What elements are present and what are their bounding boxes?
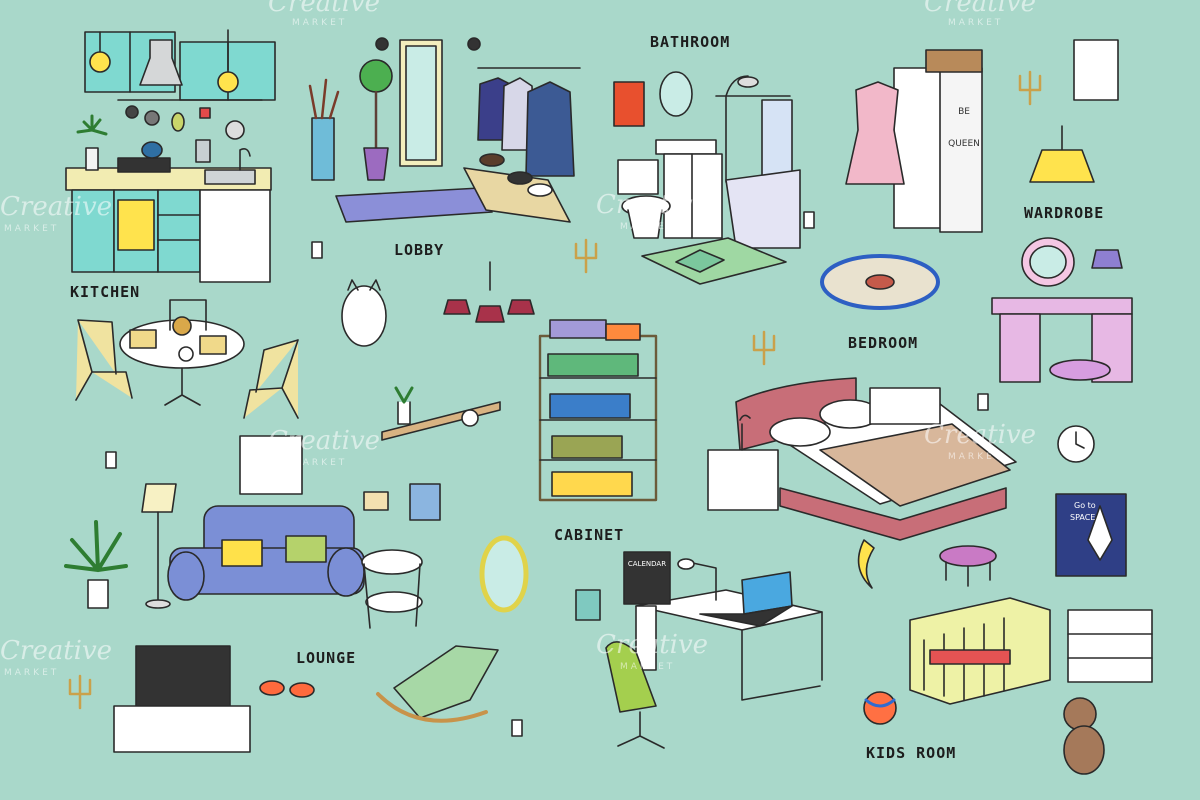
baby-mobile [939, 545, 997, 587]
ball [863, 691, 897, 725]
dressing-table [991, 237, 1133, 383]
bathroom-cabinet-red [613, 81, 645, 127]
crib [909, 597, 1051, 705]
framed-photo [575, 589, 601, 621]
bath-mat [641, 237, 787, 285]
floor-lamp [141, 483, 177, 609]
pink-dress [845, 81, 905, 185]
watermark-text: Creative [268, 0, 381, 18]
tv-stand [113, 645, 251, 753]
dining-chairs [75, 299, 299, 419]
bathroom-mirror [659, 71, 693, 117]
label-lounge: LOUNGE [296, 649, 357, 667]
label-kids-room: KIDS ROOM [866, 744, 957, 762]
label-bathroom: BATHROOM [650, 33, 731, 51]
wall-calendar [623, 551, 671, 605]
lobby-rug [335, 187, 493, 223]
label-kitchen: KITCHEN [70, 283, 141, 301]
cat [341, 279, 387, 347]
candelabras [68, 70, 1042, 710]
office-chair [605, 641, 665, 749]
kitchen-counter [65, 139, 272, 283]
umbrella-stand [308, 78, 340, 181]
watermark-text: Creative [924, 0, 1037, 18]
teddy-bear [1063, 697, 1105, 775]
watermark-text: Creative [0, 636, 113, 666]
label-lobby: LOBBY [394, 241, 445, 259]
watermark-sub: MARKET [948, 18, 1004, 28]
pendant-lamps [89, 29, 239, 93]
shower [715, 75, 793, 187]
watermark-sub: MARKET [292, 18, 348, 28]
desk-lamp [677, 558, 717, 601]
wardrobe-cabinet [893, 49, 983, 233]
watermark-sub: MARKET [948, 452, 1004, 462]
watermark-text: Creative [596, 190, 709, 220]
lobby-tree [359, 59, 393, 181]
calendar-label: CALENDAR [628, 560, 666, 568]
poster-line-1: Go to [1074, 501, 1096, 510]
slippers [259, 680, 315, 698]
toilet [617, 159, 671, 239]
kids-dresser [1067, 609, 1153, 683]
bathtub [725, 169, 801, 249]
watermark-sub: MARKET [4, 224, 60, 234]
palm-plant [64, 520, 128, 609]
clothes-rack [477, 67, 581, 177]
watermark-sub: MARKET [4, 668, 60, 678]
shoe-rack [463, 153, 571, 223]
double-bed [735, 377, 1017, 541]
moon-lamp [857, 539, 875, 589]
lobby-mirror [399, 39, 443, 167]
watermark-sub: MARKET [292, 458, 348, 468]
wall-clock [1057, 425, 1095, 463]
watermark-text: Creative [0, 192, 113, 222]
lounge-chair [376, 645, 499, 723]
picture-blank [1073, 39, 1119, 101]
sink-vanity [655, 139, 723, 239]
wall-shelf-with-plant [381, 386, 501, 441]
watermark-sub: MARKET [620, 662, 676, 672]
utensil-rail [117, 99, 263, 140]
label-bedroom: BEDROOM [848, 334, 919, 352]
watermark-text: Creative [924, 420, 1037, 450]
kitchen-plant [76, 114, 108, 171]
label-cabinet: CABINET [554, 526, 625, 544]
round-rug [820, 254, 940, 310]
kitchen-upper-cabinets [84, 31, 276, 101]
sign-queen: QUEEN [948, 139, 980, 149]
ceiling-lamp [1029, 125, 1095, 183]
laptop [699, 571, 793, 627]
wall-spotlights [375, 37, 481, 51]
desk [635, 589, 823, 701]
candles [105, 211, 989, 737]
sign-be: BE [958, 107, 970, 117]
watermark-sub: MARKET [620, 222, 676, 232]
coffee-side-table [361, 549, 423, 629]
nightstands [707, 387, 941, 511]
poster-line-2: SPACE [1070, 513, 1095, 522]
bookshelf [538, 319, 658, 502]
sofa [167, 505, 365, 601]
dining-table [119, 316, 245, 406]
space-poster [1055, 493, 1127, 577]
label-wardrobe: WARDROBE [1024, 204, 1105, 222]
mirror-oval [479, 535, 529, 613]
watermark-text: Creative [268, 426, 381, 456]
chandelier [443, 261, 535, 323]
picture-frames-lounge [239, 435, 441, 521]
watermark-text: Creative [596, 630, 709, 660]
range-hood [139, 39, 183, 86]
